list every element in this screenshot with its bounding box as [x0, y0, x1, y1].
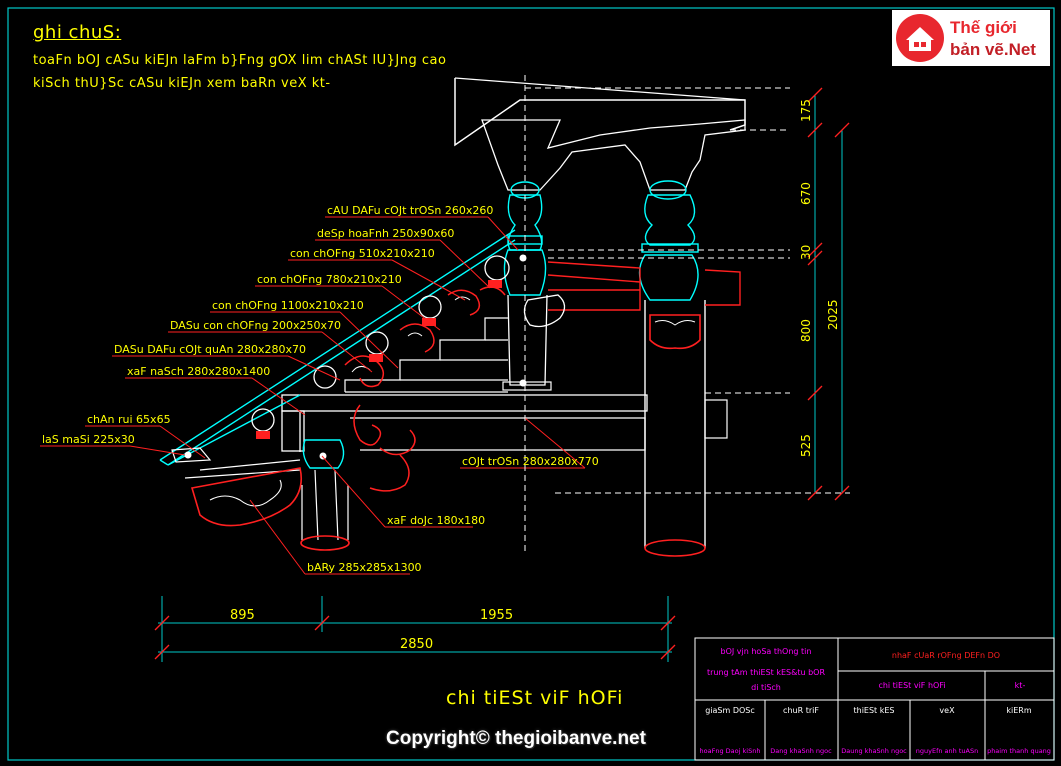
tb-role-director: giaSm DOSc [705, 706, 755, 715]
label-column-head: DASu DAFu cOJt quAn 280x280x70 [114, 343, 306, 356]
title-block-text: bOJ vjn hoSa thOng tin trung tAm thiESt … [700, 647, 1051, 755]
dim-2850: 2850 [400, 637, 433, 652]
horizontal-dim-labels: 895 1955 2850 [230, 608, 513, 652]
tb-role-checker: kiERm [1006, 706, 1031, 715]
vertical-dimensions [524, 75, 850, 555]
drawing-title: chi tiESt viF hOFi [446, 687, 623, 709]
dim-800: 800 [799, 319, 813, 342]
dim-670: 670 [799, 182, 813, 205]
label-rafter-foot: chAn rui 65x65 [87, 413, 171, 426]
dim-1955: 1955 [480, 608, 513, 623]
component-labels: cAU DAFu cOJt trOSn 260x260 deSp hoaFnh … [42, 204, 599, 574]
tb-name-checker: phaim thanh quang [987, 747, 1051, 755]
tb-name-design: Daung khaSnh ngoc [841, 747, 907, 755]
tb-code: kt- [1015, 681, 1026, 690]
tb-role-design: thiESt kES [853, 706, 894, 715]
label-eave-board: laS maSi 225x30 [42, 433, 135, 446]
tb-name-drafter: nguyEfn anh tuASn [916, 747, 978, 755]
tb-name-director: hoaFng Daoj kiSnh [700, 747, 761, 755]
tb-org: bOJ vjn hoSa thOng tin [721, 647, 812, 656]
dim-30: 30 [799, 245, 813, 260]
label-strut-1100: con chOFng 1100x210x210 [212, 299, 364, 312]
dim-2025: 2025 [826, 299, 840, 330]
label-roof-board: deSp hoaFnh 250x90x60 [317, 227, 454, 240]
logo-text-line1: Thế giới [950, 18, 1017, 37]
roof-structure [159, 77, 746, 557]
leader-lines [40, 216, 586, 575]
notes-line2: kiSch thU}Sc cASu kiEJn xem baRn veX kt- [33, 76, 331, 91]
title-block [694, 637, 1055, 761]
site-logo: Thế giới bản vẽ.Net [892, 10, 1050, 66]
tb-role-drafter: veX [939, 706, 955, 715]
label-column-top: cAU DAFu cOJt trOSn 260x260 [327, 204, 493, 217]
label-strut-780: con chOFng 780x210x210 [257, 273, 402, 286]
label-strut-510: con chOFng 510x210x210 [290, 247, 435, 260]
vertical-dim-labels: 175 670 30 800 525 2025 [799, 99, 840, 457]
logo-text-line2: bản vẽ.Net [950, 40, 1036, 59]
dim-525: 525 [799, 434, 813, 457]
label-strut-head: DASu con chOFng 200x250x70 [170, 319, 341, 332]
copyright-watermark: Copyright© thegioibanve.net [386, 728, 646, 749]
dim-175: 175 [799, 99, 813, 122]
tb-center-line1: trung tAm thiESt kES&tu bOR [707, 668, 826, 677]
tb-center-line2: di tiSch [751, 683, 781, 692]
notes-line1: toaFn bOJ cASu kiEJn laFm b}Fng gOX lim … [33, 53, 447, 68]
label-longitudinal-beam: xaF doJc 180x180 [387, 514, 485, 527]
label-bracket: bARy 285x285x1300 [307, 561, 422, 574]
tb-name-lead: Dang khaSnh ngoc [770, 747, 832, 755]
label-round-column: cOJt trOSn 280x280x770 [462, 455, 599, 468]
tb-sheet: chi tiESt viF hOFi [878, 681, 945, 690]
dim-895: 895 [230, 608, 255, 623]
tb-project: nhaF cUaR rOFng DEFn DO [892, 651, 1000, 660]
house-icon [896, 14, 944, 62]
label-tie-beam: xaF naSch 280x280x1400 [127, 365, 270, 378]
tb-role-lead: chuR triF [783, 706, 819, 715]
notes-heading: ghi chuS: [33, 22, 122, 43]
drawing-frame [7, 7, 1055, 761]
horizontal-dimensions [154, 596, 676, 662]
